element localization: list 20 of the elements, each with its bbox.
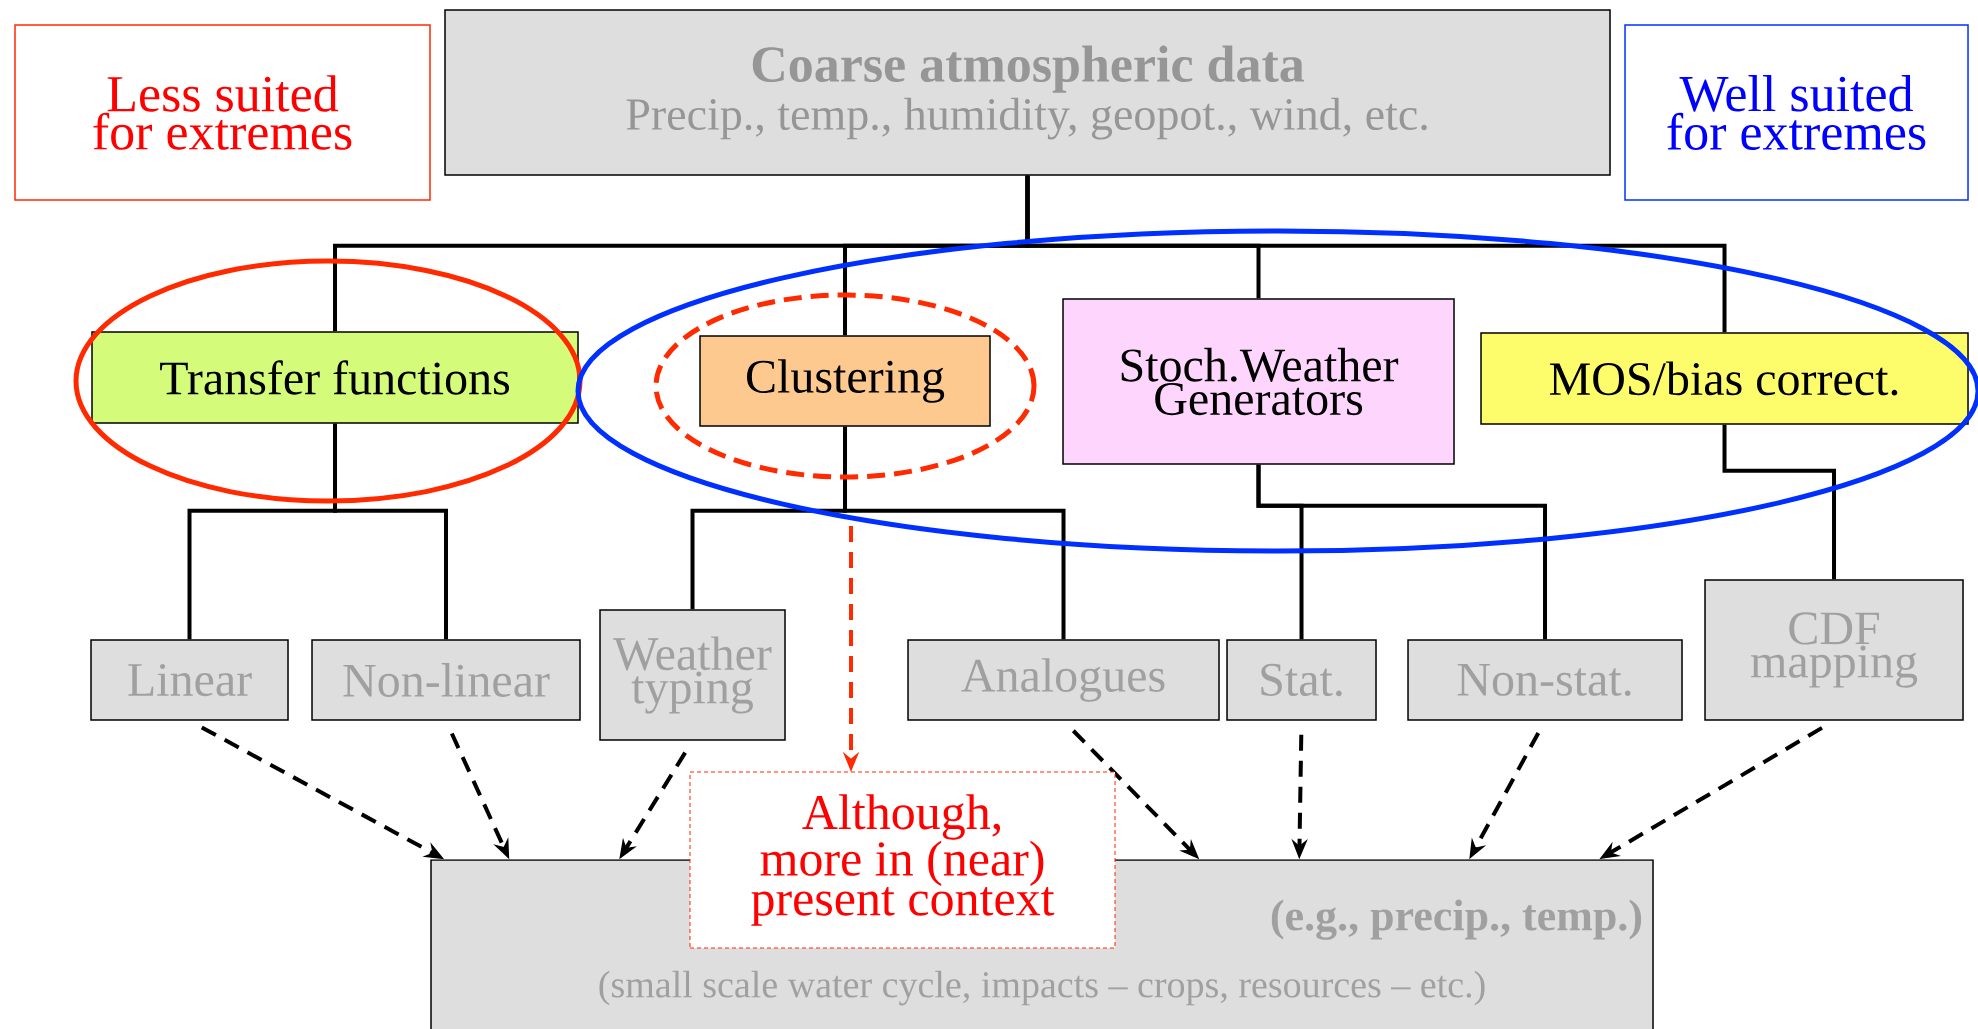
callout-box: Less suited for extremes bbox=[14, 24, 431, 201]
method-box: Clustering bbox=[699, 335, 991, 427]
sub-method-box: Non-linear bbox=[311, 639, 581, 721]
method-box: Stoch.Weather Generators bbox=[1062, 298, 1455, 465]
sub-method-box: Analogues bbox=[907, 639, 1220, 721]
data-box: Coarse atmospheric data Precip., temp., humidity, geopot., wind, etc. bbox=[444, 9, 1611, 176]
method-box: MOS/bias correct. bbox=[1480, 332, 1969, 425]
method-box: Transfer functions bbox=[91, 331, 579, 424]
connector-line bbox=[333, 423, 448, 640]
connector-line bbox=[1722, 424, 1836, 580]
callout-box: Although, more in (near) present context bbox=[689, 771, 1116, 949]
sub-method-box: Linear bbox=[90, 639, 289, 721]
connector-line bbox=[843, 426, 1066, 640]
connector-line bbox=[1256, 464, 1547, 640]
sub-method-box: Stat. bbox=[1226, 639, 1377, 721]
sub-method-box: Non-stat. bbox=[1407, 639, 1683, 721]
connector-line bbox=[1025, 175, 1727, 333]
sub-method-box: Weather typing bbox=[599, 609, 786, 741]
callout-box: Well suited for extremes bbox=[1624, 24, 1969, 201]
sub-method-box: CDF mapping bbox=[1704, 579, 1964, 721]
